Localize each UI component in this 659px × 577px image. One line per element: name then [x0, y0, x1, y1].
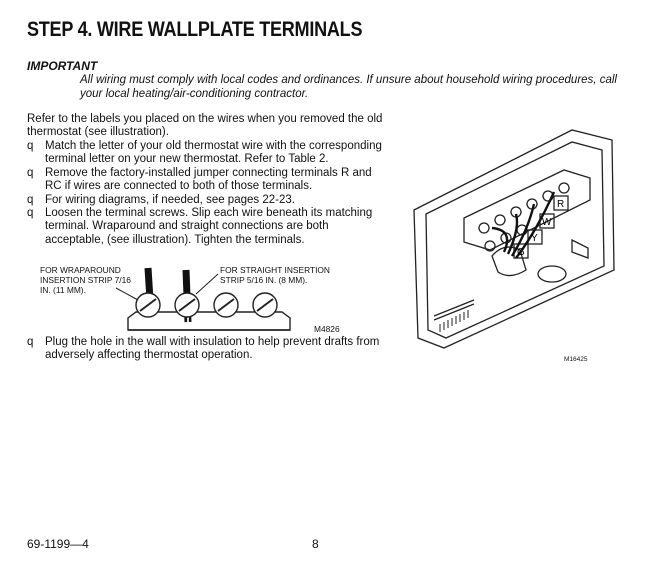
instruction-list: q Match the letter of your old thermostat…: [27, 140, 387, 247]
important-text: All wiring must comply with local codes …: [80, 74, 617, 100]
list-item-text: Remove the factory-installed jumper conn…: [45, 166, 372, 193]
bullet-mark: q: [27, 336, 34, 348]
document-number: 69-1199—4: [27, 537, 89, 551]
list-item-text: Match the letter of your old thermostat …: [45, 140, 382, 166]
wallplate-drawing: R W Y G: [413, 129, 615, 349]
list-item-text: Plug the hole in the wall with insulatio…: [45, 336, 380, 362]
bullet-mark: q: [27, 140, 34, 152]
bullet-mark: q: [27, 193, 34, 206]
list-item-text: For wiring diagrams, if needed, see page…: [45, 193, 295, 206]
terminal-screws-drawing: [115, 267, 291, 331]
page-title: STEP 4. WIRE WALLPLATE TERMINALS: [27, 18, 363, 41]
list-item: q For wiring diagrams, if needed, see pag…: [27, 194, 387, 207]
list-item: q Loosen the terminal screws. Slip each w…: [27, 207, 387, 247]
bullet-mark: q: [27, 166, 34, 179]
wire-label-y: Y: [531, 233, 538, 244]
list-item-text: Loosen the terminal screws. Slip each wi…: [45, 207, 373, 246]
bullet-mark: q: [27, 207, 34, 220]
list-item: q Plug the hole in the wall with insulat…: [27, 336, 387, 363]
important-heading: IMPORTANT: [27, 59, 98, 73]
intro-paragraph: Refer to the labels you placed on the wi…: [27, 113, 383, 139]
list-item: q Match the letter of your old thermostat…: [27, 140, 387, 167]
terminal-diagram-code: M4826: [314, 324, 340, 334]
wire-label-w: W: [542, 217, 552, 228]
page-number: 8: [312, 537, 319, 551]
wire-label-g: G: [517, 247, 525, 258]
straight-label: FOR STRAIGHT INSERTION STRIP 5/16 IN. (8…: [220, 265, 330, 285]
list-item: q Remove the factory-installed jumper con…: [27, 167, 387, 194]
terminal-connection-illustration: FOR WRAPAROUND INSERTION STRIP 7/16 IN. …: [36, 260, 376, 340]
wallplate-diagram-code: M16425: [564, 356, 588, 363]
wallplate-illustration: R W Y G M16425: [404, 120, 632, 370]
wire-label-r: R: [557, 199, 564, 210]
wraparound-label: FOR WRAPAROUND INSERTION STRIP 7/16 IN. …: [40, 265, 131, 295]
